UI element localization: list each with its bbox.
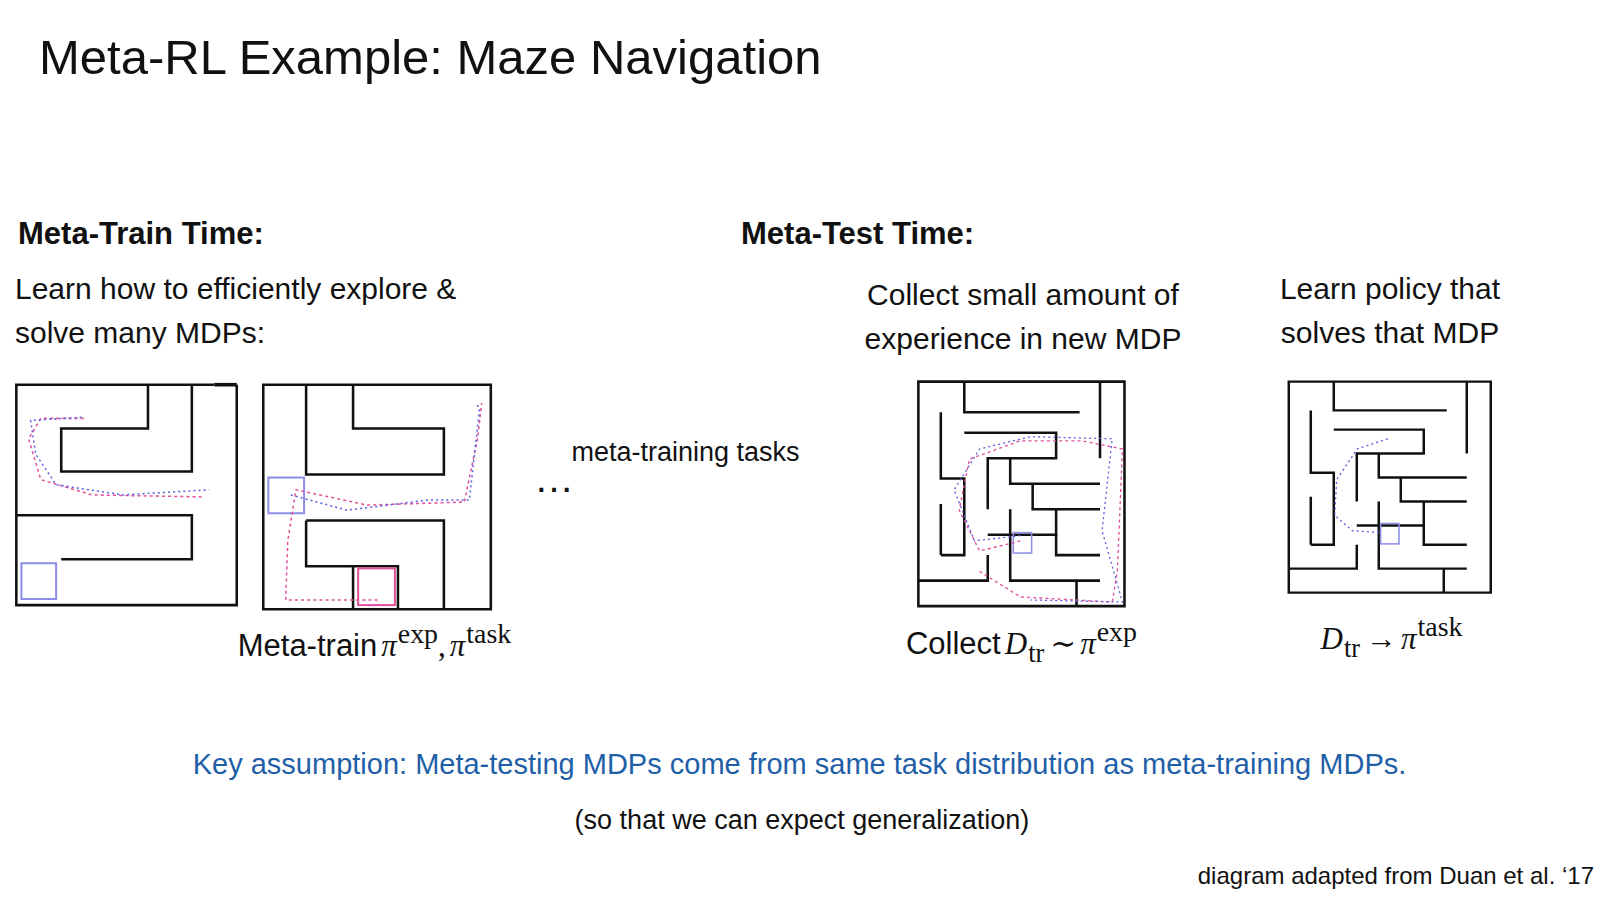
label-text: Key assumption: Meta-testing MDPs come f… bbox=[193, 748, 1407, 780]
math-text: D bbox=[1321, 621, 1343, 656]
text-group: Meta-Train Time: bbox=[18, 212, 426, 257]
math-text: π bbox=[450, 628, 466, 663]
label-text: Collect small amount of experience in ne… bbox=[865, 278, 1182, 355]
text-group: Key assumption: Meta-testing MDPs come f… bbox=[34, 743, 1565, 785]
label-text: Learn how to efficiently explore & solve… bbox=[15, 272, 456, 349]
label-text: meta-training tasks bbox=[571, 437, 799, 467]
text-group: Collect small amount of experience in ne… bbox=[829, 273, 1217, 360]
text-group: Learn how to efficiently explore & solve… bbox=[15, 267, 500, 354]
math-text: tr bbox=[1344, 634, 1360, 663]
text-group: meta-training tasks bbox=[563, 433, 808, 472]
math-text: task bbox=[466, 618, 511, 649]
math-text: π bbox=[1401, 621, 1417, 656]
math-text: exp bbox=[1097, 616, 1137, 647]
label-text: diagram adapted from Duan et al. ‘17 bbox=[1198, 862, 1594, 889]
math-text: π bbox=[381, 628, 397, 663]
text-group: diagram adapted from Duan et al. ‘17 bbox=[982, 859, 1594, 894]
slide-title: Meta-RL Example: Maze Navigation bbox=[39, 22, 822, 93]
text-group: Learn policy that solves that MDP bbox=[1237, 267, 1543, 354]
math-text: ∼ bbox=[1050, 626, 1076, 661]
text-group: Meta-Test Time: bbox=[741, 212, 1149, 257]
math-text: D bbox=[1005, 626, 1027, 661]
label-text: Collect bbox=[906, 626, 1001, 661]
math-text: exp bbox=[398, 618, 438, 649]
math-text: π bbox=[1080, 626, 1096, 661]
label-text: Meta-Train Time: bbox=[18, 216, 264, 251]
math-text: , bbox=[438, 628, 446, 663]
label-text: Meta-Test Time: bbox=[741, 216, 974, 251]
math-text: → bbox=[1366, 621, 1397, 656]
math-text: tr bbox=[1028, 639, 1044, 668]
label-text: Learn policy that solves that MDP bbox=[1280, 272, 1500, 349]
label-text: … bbox=[534, 456, 574, 500]
text-group: Dtr→πtask bbox=[1257, 617, 1522, 662]
label-text: (so that we can expect generalization) bbox=[575, 805, 1030, 835]
text-group: Meta-trainπexp,πtask bbox=[160, 624, 589, 669]
math-text: task bbox=[1418, 611, 1463, 642]
text-group: (so that we can expect generalization) bbox=[394, 801, 1210, 840]
text-group: CollectDtr∼πexp bbox=[838, 622, 1205, 667]
label-text: Meta-train bbox=[238, 628, 378, 663]
